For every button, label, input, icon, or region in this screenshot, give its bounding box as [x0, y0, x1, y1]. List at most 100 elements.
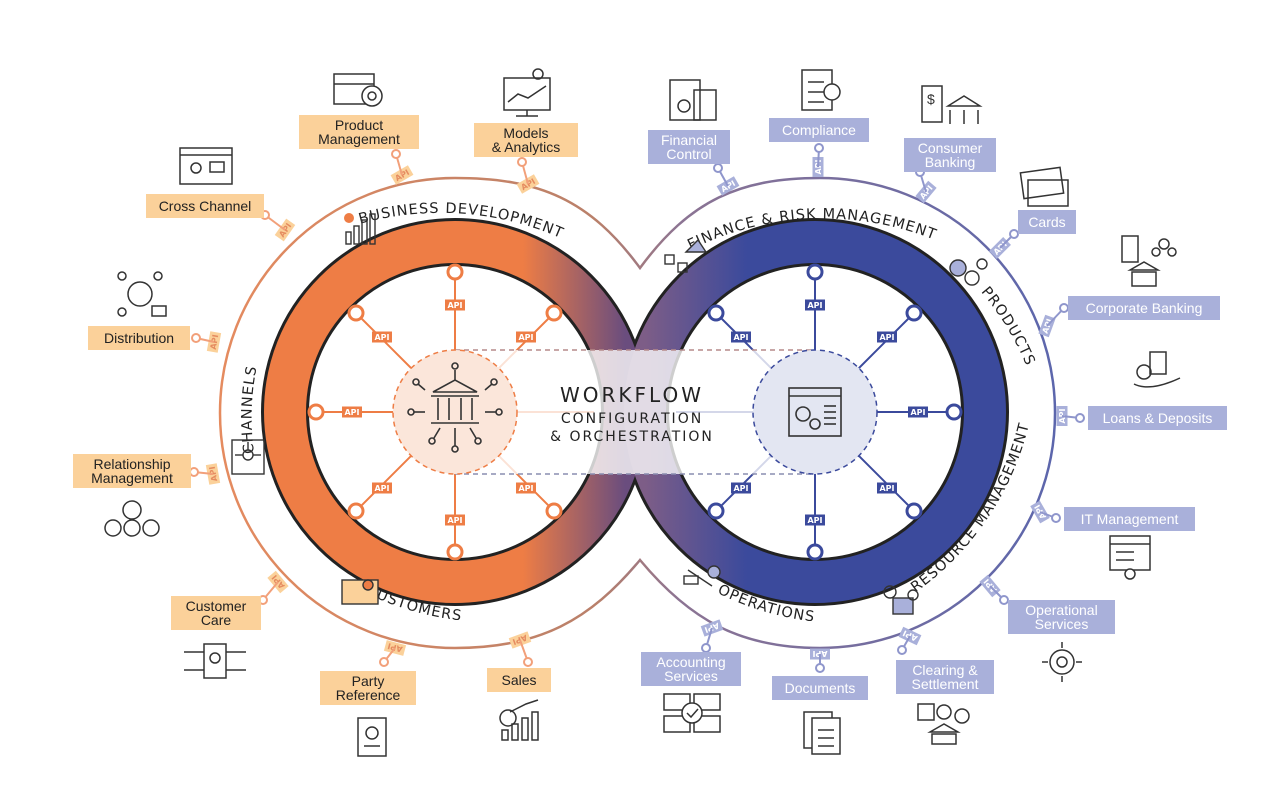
label-distribution: Distribution	[88, 326, 190, 350]
svg-text:API: API	[733, 484, 748, 493]
api-tag-right-6: API	[877, 482, 897, 494]
right-ring-nodes	[707, 263, 963, 561]
connector-left-1-node	[517, 157, 527, 167]
connector-right-1-node	[814, 143, 824, 153]
accounting-services-icon	[663, 693, 721, 733]
it-management-icon	[1109, 535, 1151, 580]
channels-hub-icon	[231, 439, 265, 475]
connector-left-4-node	[189, 467, 199, 477]
cross-channel-screens-icon	[179, 147, 233, 185]
label-consumer-banking: Consumer Banking	[904, 138, 996, 172]
api-tag-right-5: API	[731, 482, 751, 494]
sales-growth-icon	[499, 699, 539, 741]
label-relationship-management: Relationship Management	[73, 454, 191, 488]
compliance-clipboard-icon	[801, 69, 841, 111]
connector-right-5-node	[1075, 413, 1085, 423]
label-product-management: Product Management	[299, 115, 419, 149]
connector-left-3-node	[191, 333, 201, 343]
svg-text:API: API	[387, 641, 404, 654]
svg-text:API: API	[733, 333, 748, 342]
label-cards: Cards	[1018, 210, 1076, 234]
api-tag-left-1: API	[445, 514, 465, 526]
api-tag-left-3: API	[372, 331, 392, 343]
label-corporate-banking: Corporate Banking	[1068, 296, 1220, 320]
label-documents: Documents	[772, 676, 868, 700]
connector-right-8-node	[897, 645, 907, 655]
left-ring-nodes	[307, 263, 563, 561]
connector-right-0-node	[713, 163, 723, 173]
api-tag-left-6: API	[516, 482, 536, 494]
label-financial-control: Financial Control	[648, 130, 730, 164]
label-loans-deposits: Loans & Deposits	[1088, 406, 1227, 430]
label-sales: Sales	[487, 668, 551, 692]
business-growth-icon	[344, 213, 376, 245]
distribution-cloud-icon	[117, 271, 167, 317]
analytics-monitor-icon	[503, 68, 551, 117]
svg-text:API: API	[374, 333, 389, 342]
svg-text:API: API	[879, 484, 894, 493]
connector-right-3-node	[1009, 229, 1019, 239]
loans-deposits-icon	[1133, 351, 1181, 388]
corporate-banking-icon	[1121, 235, 1177, 287]
connector-left-6-node	[379, 657, 389, 667]
api-tag-right-3: API	[731, 331, 751, 343]
workflow-line2: & ORCHESTRATION	[550, 429, 714, 445]
api-tag-right-1: API	[805, 514, 825, 526]
bank-building-icon	[407, 362, 503, 453]
party-reference-card-icon	[357, 717, 387, 757]
api-tag-left-4: API	[516, 331, 536, 343]
svg-text:API: API	[807, 301, 822, 310]
clearing-settlement-icon	[917, 703, 970, 745]
svg-text:API: API	[807, 516, 822, 525]
financial-control-docs-icon	[669, 79, 717, 121]
connector-right-6-node	[1051, 513, 1061, 523]
svg-text:API: API	[910, 408, 925, 417]
svg-text:API: API	[374, 484, 389, 493]
customer-care-phone-icon	[184, 643, 246, 679]
label-models-analytics: Models & Analytics	[474, 123, 578, 157]
svg-text:API: API	[447, 301, 462, 310]
connector-right-10-node	[701, 643, 711, 653]
api-tag-left-0: API	[445, 299, 465, 311]
svg-text:API: API	[344, 408, 359, 417]
customers-card-icon	[341, 579, 379, 605]
operations-tools-icon	[683, 565, 721, 587]
label-operational-services: Operational Services	[1008, 600, 1115, 634]
workflow-line1: CONFIGURATION	[561, 411, 703, 427]
svg-text:API: API	[518, 484, 533, 493]
arc-channels: CHANNELS	[240, 364, 261, 454]
svg-text:API: API	[447, 516, 462, 525]
connector-left-7-node	[523, 657, 533, 667]
outer-ring	[218, 176, 1057, 650]
api-tag-right-2: API	[908, 406, 928, 418]
label-accounting-services: Accounting Services	[641, 652, 741, 686]
svg-text:API: API	[703, 621, 720, 635]
svg-text:API: API	[518, 333, 533, 342]
label-cross-channel: Cross Channel	[146, 194, 264, 218]
operational-services-gear-icon	[1042, 642, 1082, 682]
label-customer-care: Customer Care	[171, 596, 261, 630]
inner-api-tags: API API API API API API API API API API API API API A…	[342, 299, 928, 526]
relationship-people-icon	[104, 500, 160, 537]
svg-text:API: API	[511, 633, 528, 647]
cards-icon	[1019, 166, 1069, 207]
svg-text:$: $	[927, 91, 935, 107]
api-tag-left-5: API	[372, 482, 392, 494]
workflow-title: WORKFLOW	[560, 383, 704, 407]
label-clearing-settlement: Clearing & Settlement	[896, 660, 994, 694]
svg-text:API: API	[208, 466, 219, 482]
resource-management-icon	[883, 585, 919, 615]
label-party-reference: Party Reference	[320, 671, 416, 705]
api-tag-right-0: API	[805, 299, 825, 311]
products-gears-icon	[949, 258, 988, 286]
api-tag-left-2: API	[342, 406, 362, 418]
left-hub	[392, 349, 518, 475]
right-hub	[752, 349, 878, 475]
finance-risk-icon	[664, 238, 708, 273]
api-tag-right-4: API	[877, 331, 897, 343]
connector-right-4-node	[1059, 303, 1069, 313]
consumer-banking-icon: $	[921, 85, 983, 124]
product-box-gear-icon	[333, 73, 383, 107]
settings-window-icon	[788, 387, 842, 437]
